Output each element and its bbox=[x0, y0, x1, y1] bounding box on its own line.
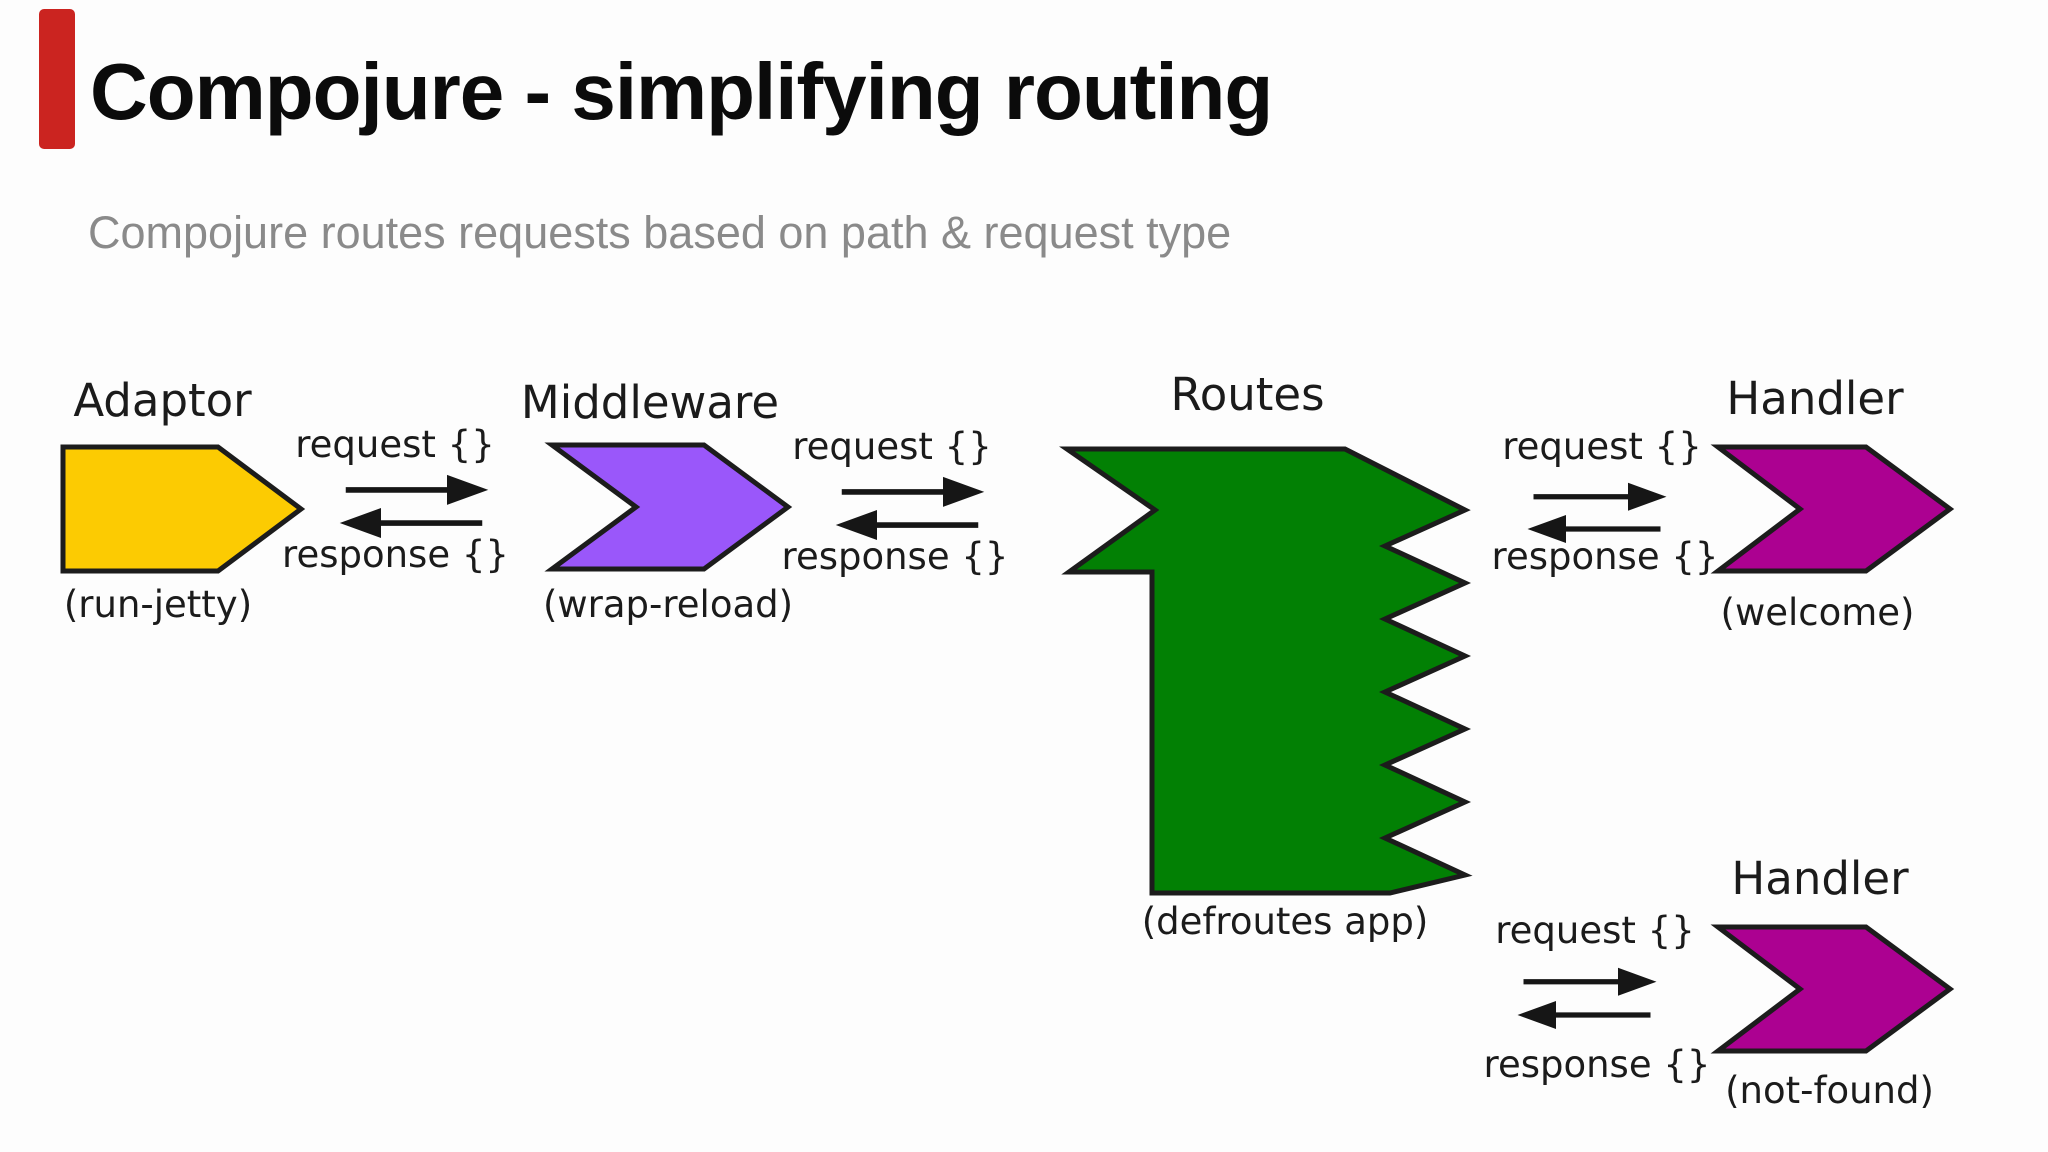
adaptor-polygon bbox=[60, 444, 306, 574]
routes-label: Routes bbox=[1170, 368, 1325, 421]
flow1-response-arrow-icon bbox=[339, 508, 483, 538]
flow2-request-arrow-icon bbox=[841, 476, 985, 507]
flow4-request-arrow-icon bbox=[1523, 967, 1657, 996]
flow4-response-arrow-icon bbox=[1517, 1001, 1651, 1029]
handler-notfound-shape bbox=[1710, 924, 1955, 1054]
adaptor-caption: (run-jetty) bbox=[63, 583, 253, 626]
flow3-response-arrow-icon bbox=[1527, 515, 1661, 543]
flow3-request-label: request {} bbox=[1502, 425, 1702, 468]
flow3-request-arrow-icon bbox=[1533, 482, 1667, 511]
middleware-caption: (wrap-reload) bbox=[542, 583, 794, 626]
handler-welcome-label: Handler bbox=[1726, 372, 1904, 425]
handler-welcome-polygon bbox=[1710, 444, 1955, 574]
flow1-request-arrow-icon bbox=[345, 474, 489, 505]
handler-welcome-shape bbox=[1710, 444, 1955, 574]
routes-polygon bbox=[1059, 446, 1473, 896]
middleware-label: Middleware bbox=[520, 376, 780, 429]
flow2-response-label: response {} bbox=[781, 535, 1009, 578]
red-marker bbox=[39, 9, 75, 149]
flow3-response-label: response {} bbox=[1491, 535, 1719, 578]
handler-notfound-polygon bbox=[1710, 924, 1955, 1054]
flow4-request-label: request {} bbox=[1495, 909, 1695, 952]
routes-caption: (defroutes app) bbox=[1141, 900, 1429, 943]
middleware-shape bbox=[544, 442, 793, 572]
handler-notfound-caption: (not-found) bbox=[1725, 1069, 1934, 1112]
adaptor-label: Adaptor bbox=[73, 374, 252, 427]
flow2-response-arrow-icon bbox=[835, 510, 979, 540]
routes-shape bbox=[1059, 446, 1473, 896]
flow1-request-label: request {} bbox=[295, 423, 495, 466]
flow2-request-label: request {} bbox=[792, 425, 992, 468]
middleware-polygon bbox=[544, 442, 793, 572]
flow4-response-label: response {} bbox=[1483, 1043, 1711, 1086]
flow1-response-label: response {} bbox=[282, 533, 509, 576]
handler-notfound-label: Handler bbox=[1731, 852, 1909, 905]
page-title: Compojure - simplifying routing bbox=[90, 47, 1273, 136]
page-subtitle: Compojure routes requests based on path … bbox=[88, 207, 1232, 258]
adaptor-shape bbox=[60, 444, 306, 574]
handler-welcome-caption: (welcome) bbox=[1720, 591, 1915, 634]
